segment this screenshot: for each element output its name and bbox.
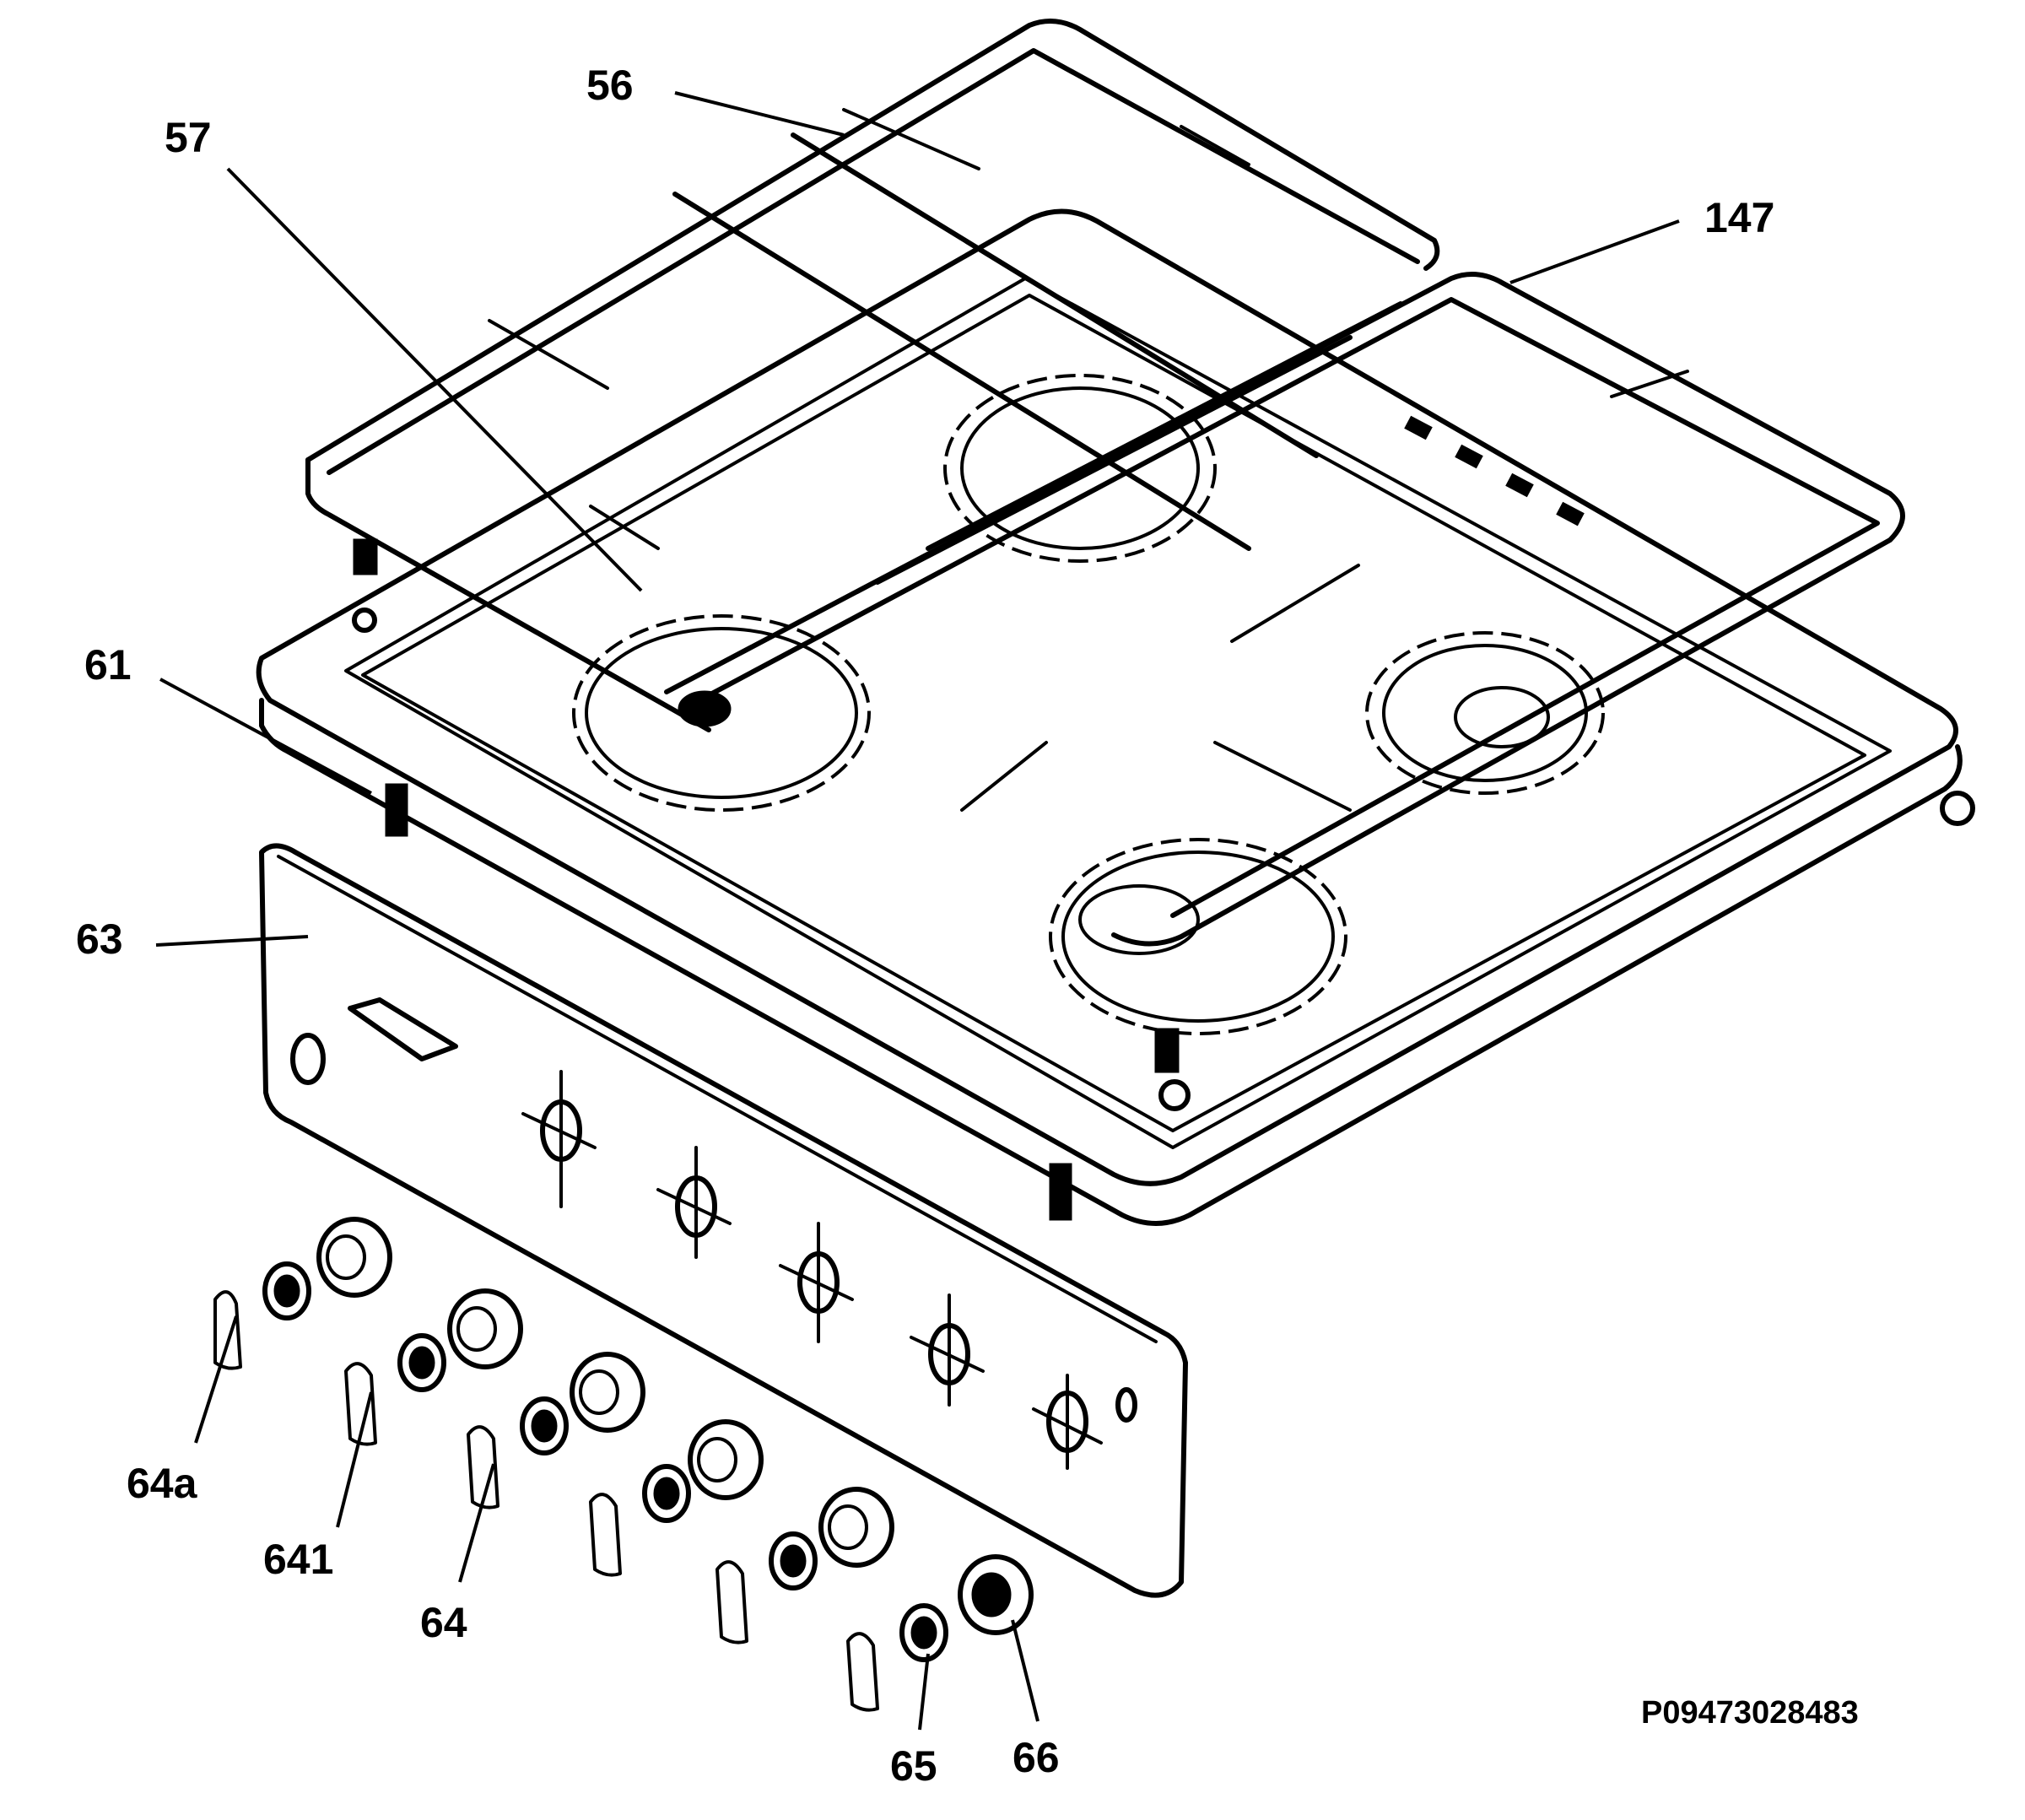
screw-icon: [352, 538, 1975, 1221]
knob-6: [846, 1554, 1034, 1712]
label-57: 57: [165, 114, 212, 161]
label-147: 147: [1704, 194, 1774, 241]
label-56: 56: [586, 62, 634, 109]
knob-4: [589, 1419, 764, 1577]
label-65: 65: [890, 1742, 937, 1790]
leader-lines: [155, 91, 1680, 1731]
label-641: 641: [263, 1536, 333, 1583]
control-panel: [259, 843, 1188, 1598]
knob-spindle-holes: [521, 1070, 1137, 1470]
knob-set: [213, 1217, 1034, 1712]
pan-support-right: [664, 272, 1905, 947]
burner-rear: [943, 374, 1217, 563]
label-61: 61: [84, 641, 132, 689]
knob-5: [716, 1487, 894, 1644]
burner-front-left: [572, 614, 871, 812]
knob-3: [467, 1352, 645, 1509]
hob-controls-slots: [1404, 415, 1585, 527]
label-66: 66: [1012, 1734, 1060, 1781]
document-id: P09473028483: [1641, 1695, 1859, 1731]
label-64: 64: [420, 1599, 467, 1646]
burner-right: [1365, 631, 1605, 795]
label-64a: 64a: [127, 1460, 198, 1507]
knob-1: [213, 1217, 392, 1370]
burner-front: [1049, 838, 1347, 1035]
label-63: 63: [76, 915, 123, 963]
knob-2: [344, 1288, 523, 1446]
pan-support-left: [305, 19, 1440, 732]
